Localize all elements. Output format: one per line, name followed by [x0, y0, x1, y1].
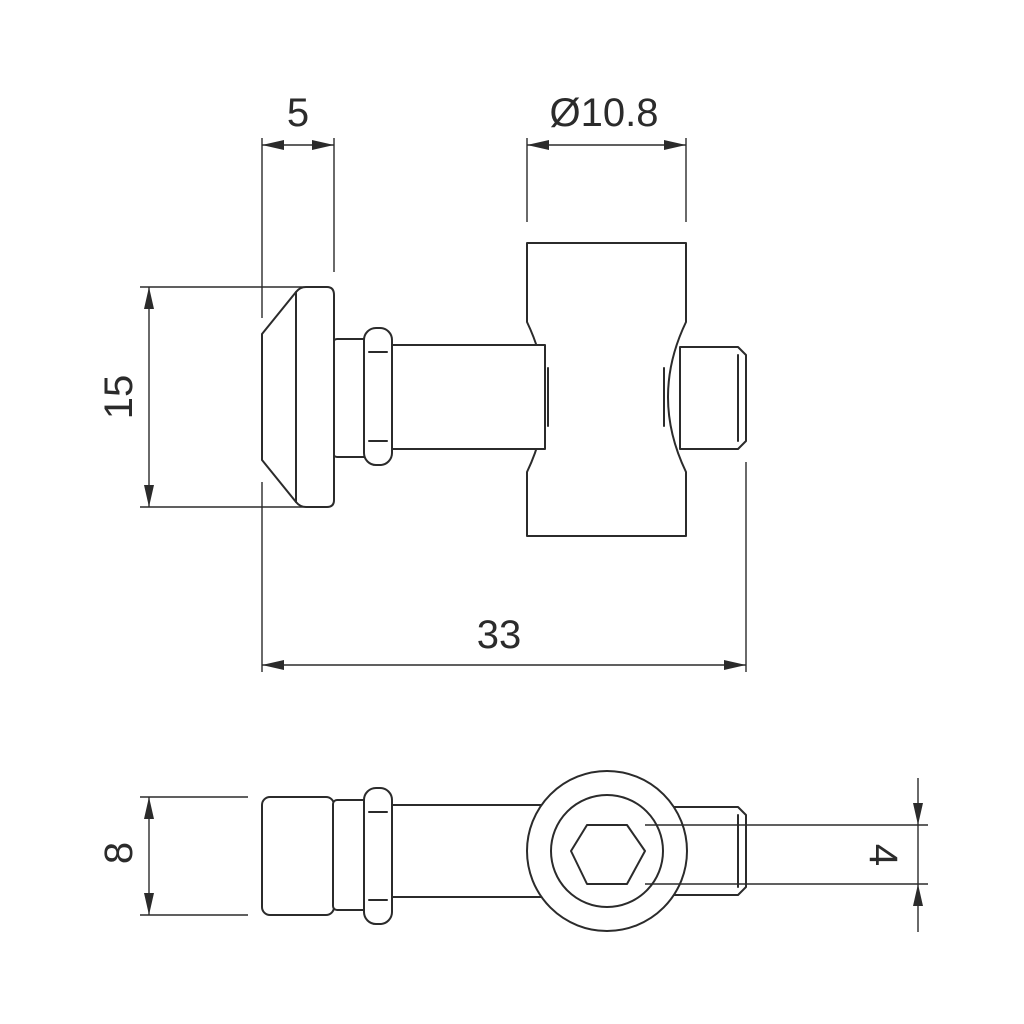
arrow — [913, 884, 923, 906]
label-plan-width: 8 — [97, 842, 141, 864]
arrow — [144, 797, 154, 819]
arrow — [527, 140, 549, 150]
hex-socket-icon — [570, 824, 646, 885]
side-view — [261, 242, 747, 537]
arrow — [312, 140, 334, 150]
arrow — [913, 803, 923, 825]
dimension-lines — [140, 138, 928, 932]
label-head-height: 15 — [97, 375, 141, 420]
arrow — [144, 893, 154, 915]
arrow — [262, 660, 284, 670]
dimension-labels: 5 Ø10.8 15 33 8 4 — [97, 91, 905, 866]
plan-socket-circle — [550, 794, 664, 908]
cross-body — [526, 242, 687, 537]
shaft — [387, 344, 546, 450]
end-pin — [679, 346, 747, 450]
plan-view — [261, 770, 747, 932]
label-head-thickness: 5 — [287, 91, 309, 135]
arrow — [724, 660, 746, 670]
arrow — [144, 485, 154, 507]
label-body-diameter: Ø10.8 — [550, 91, 659, 135]
arrow — [664, 140, 686, 150]
plan-shaft — [387, 804, 549, 898]
plan-head — [261, 796, 335, 916]
plan-collar-ring — [363, 787, 393, 925]
label-hex-size: 4 — [861, 844, 905, 866]
conical-head — [261, 286, 335, 508]
label-overall-length: 33 — [477, 613, 522, 657]
arrow — [262, 140, 284, 150]
arrow — [144, 287, 154, 309]
collar-ring — [363, 327, 393, 466]
